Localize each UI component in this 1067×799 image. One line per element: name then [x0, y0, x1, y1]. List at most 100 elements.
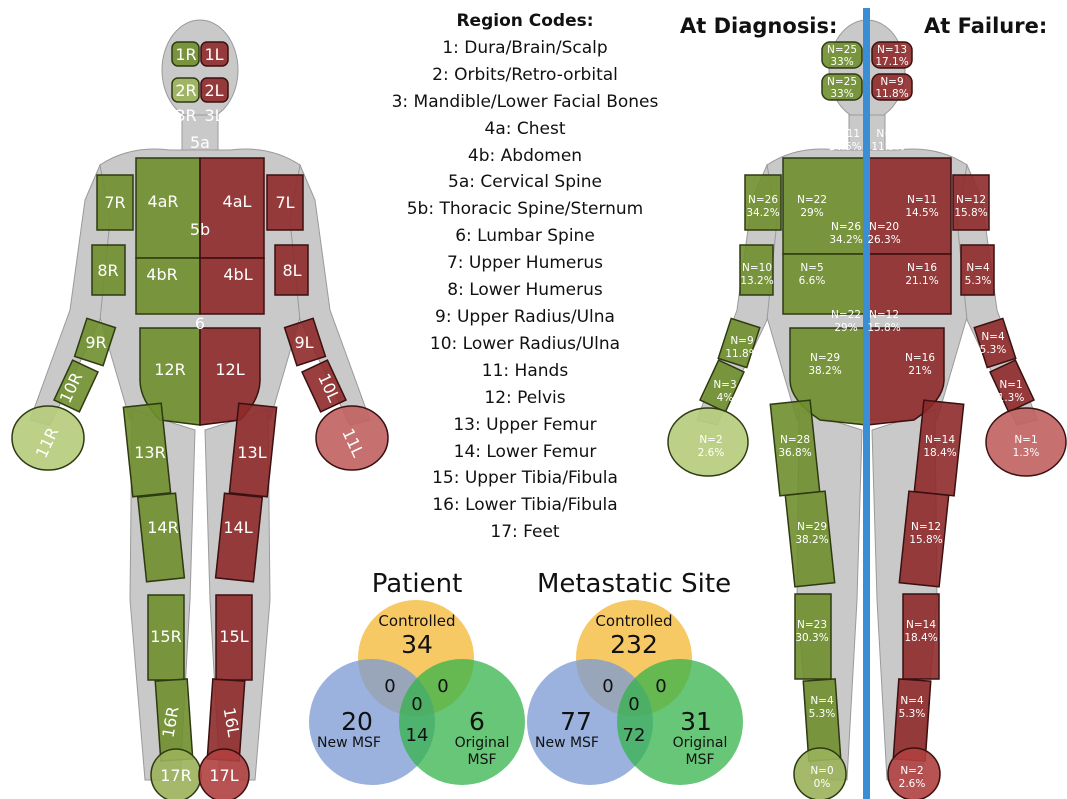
- fail-14-n: N=12: [911, 521, 941, 533]
- fail-6-n: N=12: [869, 309, 899, 321]
- label-14L: 14L: [223, 518, 252, 537]
- venn-site-controlled-count: 232: [610, 630, 658, 659]
- label-2L: 2L: [204, 81, 223, 100]
- label-5b: 5b: [190, 220, 210, 239]
- venn-patient-original-msf-label-2: MSF: [467, 752, 496, 768]
- dx-5b-n: N=26: [831, 221, 861, 233]
- venn-site-original-msf-count: 31: [680, 707, 712, 736]
- fail-4b-n: N=16: [907, 262, 937, 274]
- label-12L: 12L: [215, 360, 244, 379]
- dx-11-n: N=2: [699, 434, 722, 446]
- venn-site-new-orig: 72: [623, 725, 646, 746]
- dx-4a-p: 29%: [800, 207, 823, 219]
- fail-9-p: 5.3%: [980, 344, 1007, 356]
- region-14R: [138, 493, 185, 582]
- label-13L: 13L: [237, 443, 266, 462]
- label-4bR: 4bR: [146, 265, 177, 284]
- fail-9-n: N=4: [981, 331, 1005, 343]
- venn-site-title: Metastatic Site: [537, 569, 731, 599]
- dx-6-p: 29%: [834, 322, 857, 334]
- right-counts-figure: N=25 33% N=25 33% N=11 14.5% N=26 34.2% …: [668, 8, 1066, 799]
- region-code-item: 5b: Thoracic Spine/Sternum: [360, 196, 690, 223]
- region-code-item: 2: Orbits/Retro-orbital: [360, 62, 690, 89]
- fail-7-n: N=12: [956, 194, 986, 206]
- venn-patient-original-msf-label-1: Original: [455, 735, 510, 751]
- dx-14-p: 38.2%: [795, 534, 828, 546]
- dx-7-n: N=26: [748, 194, 778, 206]
- fail-15-n: N=14: [906, 619, 936, 631]
- region-code-item: 5a: Cervical Spine: [360, 169, 690, 196]
- label-15R: 15R: [150, 627, 181, 646]
- venn-patient-center: 0: [411, 694, 422, 715]
- dx-15-n: N=23: [797, 619, 827, 631]
- label-4aR: 4aR: [147, 192, 178, 211]
- region-code-item: 15: Upper Tibia/Fibula: [360, 465, 690, 492]
- dx-10-p: 4%: [717, 392, 734, 404]
- venn-site-center: 0: [628, 694, 639, 715]
- venn-patient-title: Patient: [372, 569, 463, 599]
- dx-h1-n: N=25: [827, 44, 857, 56]
- label-9R: 9R: [85, 333, 106, 352]
- venn-patient-ctrl-orig: 0: [437, 676, 448, 697]
- venn-site-ctrl-orig: 0: [655, 676, 666, 697]
- label-1L: 1L: [204, 45, 223, 64]
- dx-16-n: N=4: [810, 695, 834, 707]
- dx-9-n: N=9: [730, 335, 753, 347]
- region-14L: [216, 493, 263, 582]
- venn-patient-ctrl-new: 0: [384, 676, 395, 697]
- dx-4b-p: 6.6%: [799, 275, 826, 287]
- venn-site-new-msf-label: New MSF: [535, 735, 599, 751]
- label-6: 6: [195, 314, 205, 333]
- region-code-item: 7: Upper Humerus: [360, 250, 690, 277]
- label-3L: 3L: [204, 106, 223, 125]
- dx-9-p: 11.8%: [725, 348, 758, 360]
- venn-site-ctrl-new: 0: [602, 676, 613, 697]
- dx-8-p: 13.2%: [740, 275, 773, 287]
- venn-patient-original-msf-count: 6: [469, 707, 485, 736]
- dx-h2-n: N=25: [827, 76, 857, 88]
- label-8R: 8R: [97, 261, 118, 280]
- fail-12-p: 21%: [908, 365, 931, 377]
- dx-17-p: 0%: [814, 778, 831, 790]
- fail-6-p: 15.8%: [867, 322, 900, 334]
- fail-5a-n: N=9: [876, 128, 899, 140]
- dx-7-p: 34.2%: [746, 207, 779, 219]
- timepoint-divider: [863, 8, 870, 799]
- fail-16-n: N=4: [900, 695, 924, 707]
- fail-11-n: N=1: [1014, 434, 1037, 446]
- fail-4a-p: 14.5%: [905, 207, 938, 219]
- fail-17-n: N=2: [900, 765, 923, 777]
- venn-site-controlled-label: Controlled: [595, 612, 672, 630]
- at-diagnosis-title: At Diagnosis:: [680, 14, 837, 38]
- fail-8-n: N=4: [966, 262, 990, 274]
- dx-5b-p: 34.2%: [829, 234, 862, 246]
- region-code-item: 13: Upper Femur: [360, 412, 690, 439]
- dx-17-n: N=0: [810, 765, 833, 777]
- fail-5b-p: 26.3%: [867, 234, 900, 246]
- label-17L: 17L: [209, 766, 238, 785]
- venn-site-original-msf-label-2: MSF: [685, 752, 714, 768]
- dx-15-p: 30.3%: [795, 632, 828, 644]
- region-code-item: 9: Upper Radius/Ulna: [360, 304, 690, 331]
- fail-5a-p: 11.9%: [871, 141, 904, 153]
- venn-patient-new-msf-label: New MSF: [317, 735, 381, 751]
- region-code-item: 17: Feet: [360, 519, 690, 546]
- at-failure-title: At Failure:: [924, 14, 1047, 38]
- label-1R: 1R: [175, 45, 196, 64]
- dx-5a-n: N=11: [830, 128, 860, 140]
- fail-5b-n: N=20: [869, 221, 899, 233]
- dx-16-p: 5.3%: [809, 708, 836, 720]
- fail-h2-p: 11.8%: [875, 88, 908, 100]
- region-code-item: 11: Hands: [360, 358, 690, 385]
- label-5a: 5a: [190, 133, 210, 152]
- fail-17-p: 2.6%: [899, 778, 926, 790]
- fail-region-9: [974, 318, 1016, 367]
- region-code-item: 10: Lower Radius/Ulna: [360, 331, 690, 358]
- label-3R: 3R: [175, 106, 196, 125]
- region-codes-title: Region Codes:: [360, 8, 690, 35]
- venn-site-original-msf-label-1: Original: [673, 735, 728, 751]
- dx-h1-p: 33%: [830, 56, 853, 68]
- region-code-item: 3: Mandible/Lower Facial Bones: [360, 89, 690, 116]
- fail-h1-p: 17.1%: [875, 56, 908, 68]
- fail-14-p: 15.8%: [909, 534, 942, 546]
